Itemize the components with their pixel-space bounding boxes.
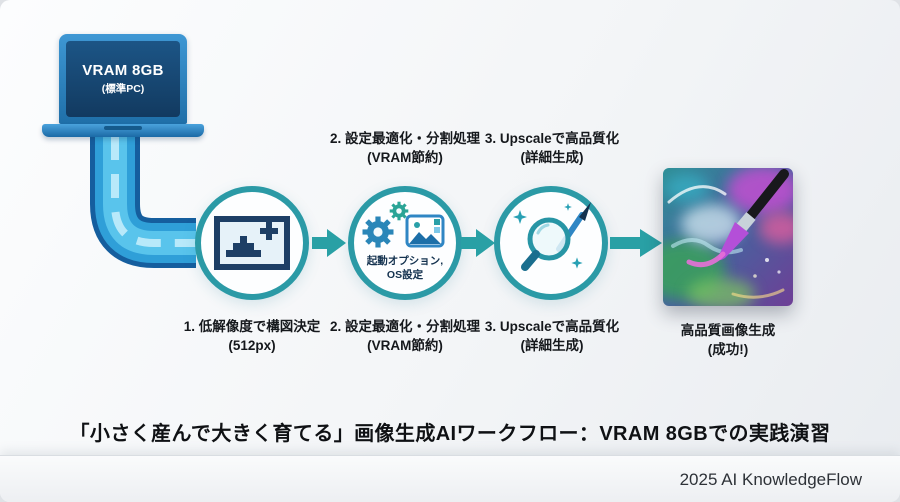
circle2-inner-text: 起動オプション, OS設定 [354,255,456,282]
pixel-image-icon [214,216,290,270]
footer-credit: 2025 AI KnowledgeFlow [679,470,862,489]
result-caption-sub: (成功!) [707,341,749,357]
split-image-icon [405,214,445,248]
step2-top-caption: 2. 設定最適化・分割処理 (VRAM節約) [330,130,480,168]
result-caption-main: 高品質画像生成 [680,323,776,338]
laptop-vram-label: VRAM 8GB [82,62,164,79]
laptop-illustration: VRAM 8GB (標準PC) [42,34,204,137]
paintbrush-art-icon [686,169,789,268]
laptop-base [42,124,204,137]
result-artwork [663,168,793,306]
step1-caption-sub: (512px) [228,337,276,353]
circle2-inner-line2: OS設定 [386,268,424,281]
laptop-pc-label: (標準PC) [101,83,145,95]
circle2-inner-line1: 起動オプション, [366,255,444,267]
step-circle-2: 起動オプション, OS設定 [348,186,462,300]
step-circle-3 [494,186,608,300]
step3-top-caption: 3. Upscaleで高品質化 (詳細生成) [485,130,619,168]
step2-caption-sub: (VRAM節約) [367,337,443,353]
step3-caption: 3. Upscaleで高品質化 (詳細生成) [485,318,619,356]
flow-arrow-2 [461,229,495,257]
step3-caption-main: 3. Upscaleで高品質化 [484,319,620,334]
step3-caption-sub: (詳細生成) [520,337,584,353]
gear-icon [362,216,394,248]
flow-arrow-1 [312,229,346,257]
sparkle-icon [513,203,583,269]
step1-caption: 1. 低解像度で構図決定 (512px) [184,318,321,356]
laptop-screen: VRAM 8GB (標準PC) [59,34,187,124]
generated-image [663,168,793,306]
step2-top-caption-main: 2. 設定最適化・分割処理 [329,131,481,146]
upscale-icons [513,202,591,271]
flow-arrow-3 [610,229,662,257]
step3-top-caption-main: 3. Upscaleで高品質化 [484,131,620,146]
step1-caption-main: 1. 低解像度で構図決定 [183,319,321,334]
footer-strip [0,455,900,502]
magnifier-icon [521,217,571,271]
step3-top-caption-sub: (詳細生成) [520,149,584,165]
diagram-title: 「小さく産んで大きく育てる」画像生成AIワークフロー：VRAM 8GBでの実践演… [69,423,831,445]
step2-top-caption-sub: (VRAM節約) [367,149,443,165]
step2-caption-main: 2. 設定最適化・分割処理 [329,319,481,334]
settings-image-icons [362,201,445,248]
step2-caption: 2. 設定最適化・分割処理 (VRAM節約) [330,318,480,356]
laptop-screen-display: VRAM 8GB (標準PC) [66,41,180,117]
result-caption: 高品質画像生成 (成功!) [681,322,776,360]
gear-icon-small [389,201,409,221]
step-circle-1 [195,186,309,300]
